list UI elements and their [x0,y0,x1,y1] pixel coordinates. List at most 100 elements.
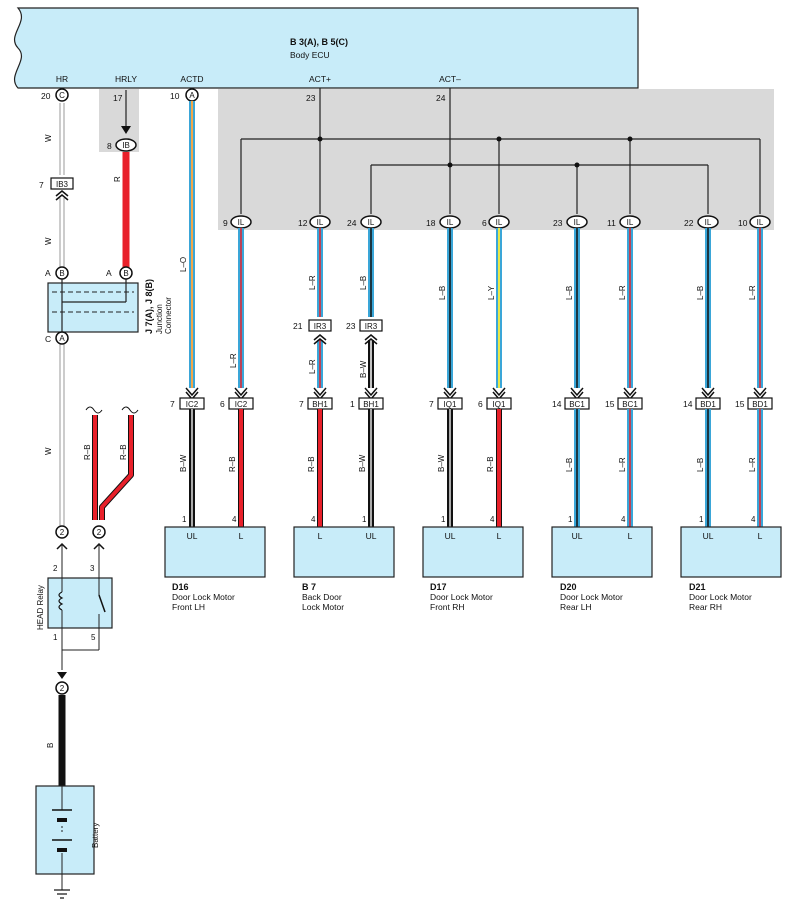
wire-rb-to-relay [85,406,139,520]
motor-d17: UL L D17 Door Lock Motor Front RH [422,526,524,612]
svg-text:7: 7 [299,399,304,409]
svg-text:IR3: IR3 [314,322,327,331]
svg-text:24: 24 [347,218,357,228]
act-buses: 23 24 [240,88,761,214]
svg-text:12: 12 [298,218,308,228]
svg-text:B–W: B–W [179,454,188,472]
svg-text:L–B: L–B [565,286,574,300]
relay-name: HEAD Relay [36,585,45,630]
junction-line1: Junction [155,304,164,334]
svg-text:UL: UL [366,531,377,541]
junction-pin-c: C [45,334,51,344]
lower-harness-wires [189,409,763,527]
svg-text:18: 18 [426,218,436,228]
ib3-pin-number: 7 [39,180,44,190]
upper-wire-labels: L–R L–R L–B L–R B–W L–B L–Y L–B L–R L–B … [229,275,757,378]
motor-d21-code: D21 [689,582,706,592]
svg-text:A: A [59,334,65,343]
ib3-label: IB3 [56,180,69,189]
svg-text:BD1: BD1 [752,400,768,409]
svg-text:3: 3 [90,564,95,573]
svg-text:22: 22 [684,218,694,228]
junction-pin-a-top-right: A [106,268,112,278]
act-minus-pin: 24 [436,93,446,103]
motor-d17-code: D17 [430,582,447,592]
svg-text:7: 7 [170,399,175,409]
wire-label-rb-1: R–B [83,444,92,460]
actd-pin-number: 10 [170,91,180,101]
upper-harness-wires [238,228,763,388]
svg-text:Door Lock Motor: Door Lock Motor [689,592,752,602]
svg-text:L: L [239,531,244,541]
svg-text:Front LH: Front LH [172,602,205,612]
svg-text:4: 4 [621,515,626,524]
svg-text:UL: UL [187,531,198,541]
svg-text:4: 4 [311,515,316,524]
ecu-code: B 3(A), B 5(C) [290,37,348,47]
svg-text:L–B: L–B [696,458,705,472]
svg-text:14: 14 [552,399,562,409]
svg-text:R–B: R–B [486,456,495,472]
lower-connector-chevrons [185,387,767,401]
svg-text:1: 1 [182,515,187,524]
ecu-terminal-hrly: HRLY [115,74,137,84]
lower-connectors: 7 IC2 6 IC2 7 BH1 1 BH1 7 IQ1 6 IQ1 14 B… [170,397,773,410]
junction-line2: Connector [164,297,173,334]
svg-text:R–B: R–B [307,456,316,472]
connector-hr-pin: 20 C [41,88,69,102]
svg-text:IL: IL [705,218,712,227]
svg-text:Lock Motor: Lock Motor [302,602,344,612]
wire-label-w-2: W [44,237,53,245]
hrly-pin-number: 17 [113,93,123,103]
svg-text:L–R: L–R [308,359,317,374]
relay-connector-left: 2 [55,525,69,578]
svg-text:Door Lock Motor: Door Lock Motor [560,592,623,602]
body-ecu: B 3(A), B 5(C) Body ECU HR HRLY ACTD ACT… [14,7,639,89]
svg-text:L: L [758,531,763,541]
shaded-region-act [218,89,774,230]
svg-text:L–R: L–R [618,285,627,300]
svg-text:15: 15 [735,399,745,409]
motor-d21: UL L D21 Door Lock Motor Rear RH [680,526,782,612]
svg-text:L–B: L–B [438,286,447,300]
svg-text:1: 1 [53,633,58,642]
motor-d20-code: D20 [560,582,577,592]
ecu-terminal-act-minus: ACT– [439,74,461,84]
svg-text:IL: IL [368,218,375,227]
svg-text:L: L [497,531,502,541]
svg-text:2: 2 [53,564,58,573]
svg-text:L: L [628,531,633,541]
svg-text:B–W: B–W [358,454,367,472]
connector-ib3: 7 IB3 [39,177,74,201]
svg-text:L–B: L–B [696,286,705,300]
hr-pin-number: 20 [41,91,51,101]
svg-text:L–R: L–R [229,353,238,368]
svg-text:L–R: L–R [748,285,757,300]
svg-text:L–B: L–B [359,276,368,290]
junction-pin-a-top: A [45,268,51,278]
svg-text:B–W: B–W [437,454,446,472]
svg-text:11: 11 [607,218,616,228]
motor-d16: UL L D16 Door Lock Motor Front LH [164,526,266,612]
svg-text:IL: IL [238,218,245,227]
svg-text:L–R: L–R [748,457,757,472]
motor-b7-code: B 7 [302,582,316,592]
connector-actd-pin: 10 A [170,88,199,102]
svg-text:L: L [318,531,323,541]
ib-label: IB [122,141,130,150]
svg-text:IL: IL [317,218,324,227]
svg-text:B: B [123,269,128,278]
svg-text:1: 1 [362,515,367,524]
svg-text:2: 2 [60,684,65,693]
junction-connector: A B A B C A J 7(A), J 8(B) Junction Conn… [45,266,173,345]
svg-text:IL: IL [496,218,503,227]
wire-label-w-3: W [44,447,53,455]
svg-text:IR3: IR3 [365,322,378,331]
svg-text:UL: UL [445,531,456,541]
connector-hrly-pin: 17 [113,90,131,134]
svg-text:UL: UL [703,531,714,541]
svg-text:BC1: BC1 [622,400,638,409]
junction-code: J 7(A), J 8(B) [144,279,154,334]
svg-text:4: 4 [751,515,756,524]
svg-text:A: A [189,91,195,100]
